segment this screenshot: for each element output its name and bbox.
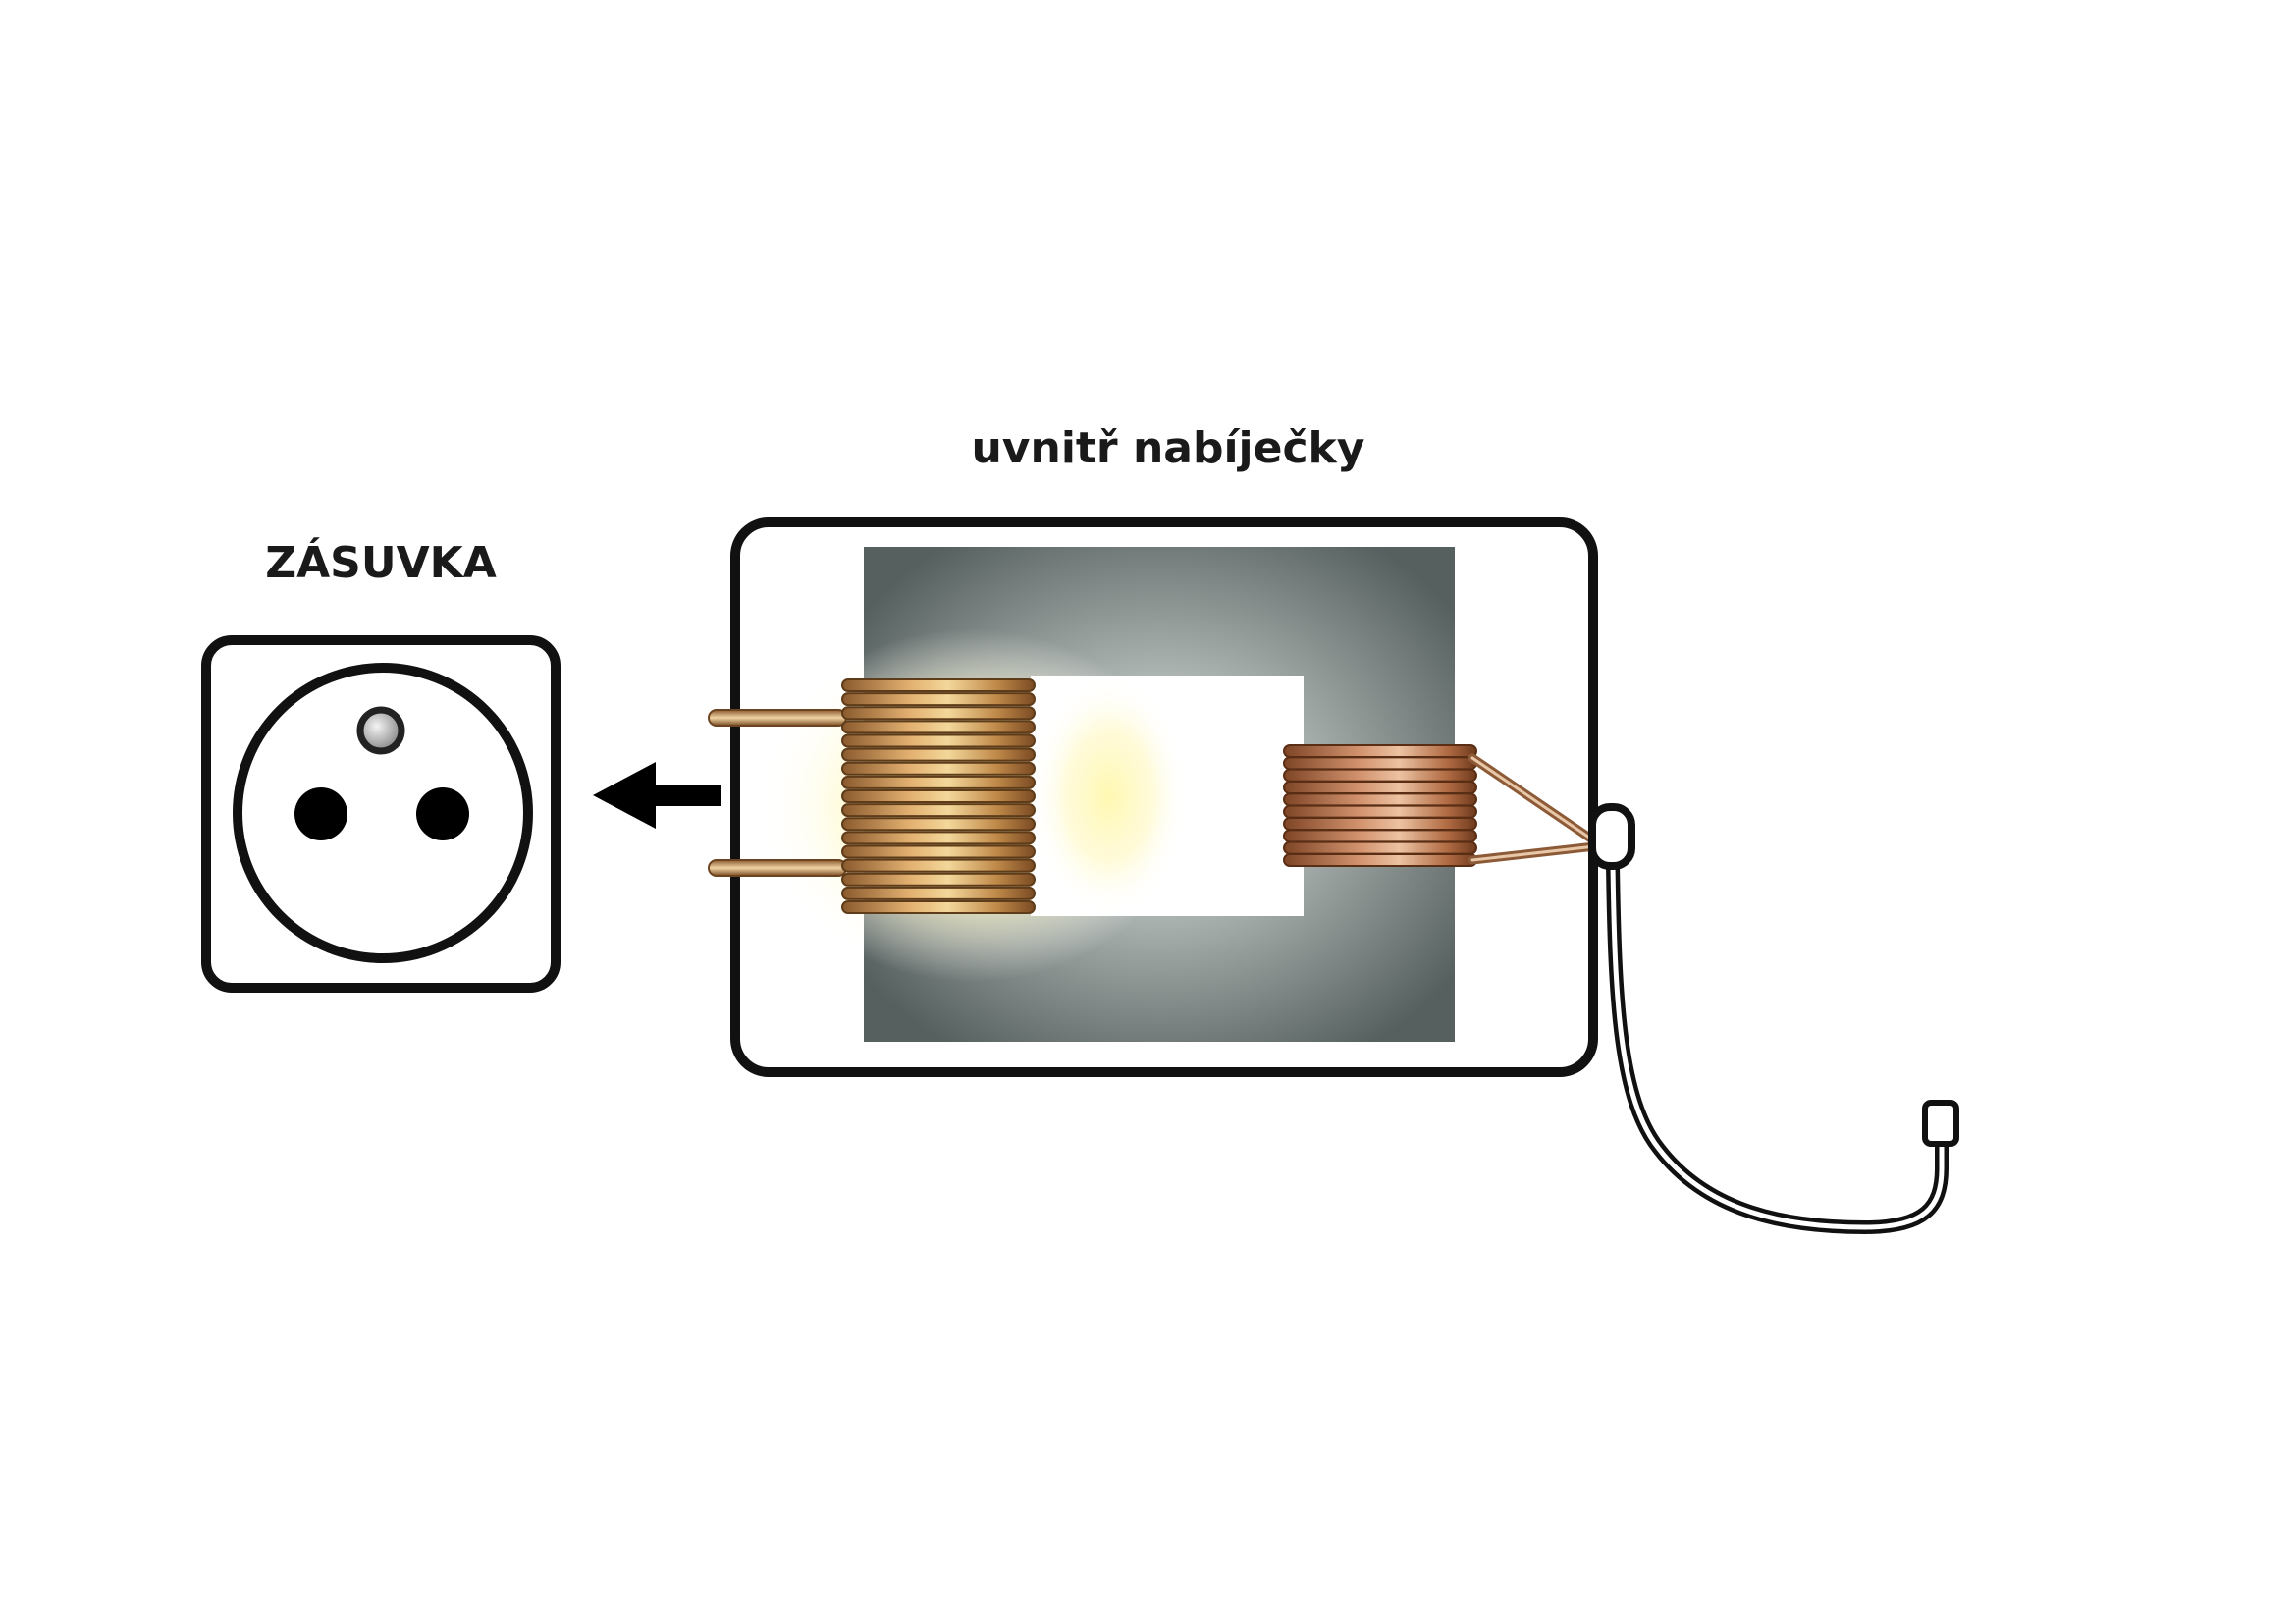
primary-coil-turn — [841, 803, 1036, 818]
cable-inner — [1610, 861, 1945, 1230]
secondary-coil-turn — [1283, 840, 1477, 855]
primary-coil-turn — [841, 761, 1036, 776]
primary-lead-bottom — [708, 859, 847, 877]
primary-coil-turn — [841, 844, 1036, 859]
primary-coil-turn — [841, 858, 1036, 873]
core-window-glow — [1031, 676, 1188, 916]
power-socket — [201, 635, 561, 993]
primary-coil-turn — [841, 692, 1036, 707]
primary-lead-top — [708, 709, 847, 727]
socket-hole-left — [294, 787, 347, 840]
secondary-coil-turn — [1283, 804, 1477, 819]
primary-coil-turn — [841, 706, 1036, 721]
primary-coil-turn — [841, 831, 1036, 845]
primary-leads — [708, 709, 847, 877]
secondary-coil — [1283, 744, 1477, 867]
charger-inside-label: uvnitř nabíječky — [971, 423, 1364, 473]
secondary-coil-turn — [1283, 792, 1477, 807]
secondary-coil-turn — [1283, 781, 1477, 794]
primary-coil-turn — [841, 720, 1036, 734]
secondary-coil-turn — [1283, 817, 1477, 831]
primary-coil-turn — [841, 872, 1036, 887]
secondary-coil-turn — [1283, 744, 1477, 758]
secondary-coil-turn — [1283, 853, 1477, 867]
secondary-lead-bottom-highlight — [1470, 844, 1597, 862]
secondary-leads — [1468, 753, 1600, 865]
cable-outer — [1606, 857, 1949, 1235]
secondary-coil-turn — [1283, 829, 1477, 843]
primary-coil-turn — [841, 886, 1036, 900]
cable-connector-plug — [1922, 1100, 1959, 1147]
output-cable — [1588, 803, 1959, 1235]
primary-coil-turn — [841, 678, 1036, 692]
primary-coil — [841, 678, 1036, 914]
socket-hole-right — [416, 787, 469, 840]
primary-coil-turn — [841, 775, 1036, 789]
primary-coil-turn — [841, 747, 1036, 762]
secondary-coil-turn — [1283, 756, 1477, 771]
socket-label: ZÁSUVKA — [265, 536, 497, 588]
secondary-coil-turn — [1283, 768, 1477, 783]
earth-pin-icon — [356, 706, 405, 755]
primary-coil-turn — [841, 817, 1036, 832]
primary-coil-turn — [841, 900, 1036, 914]
arrow-left-icon — [593, 762, 721, 829]
socket-face — [233, 663, 533, 963]
primary-coil-turn — [841, 789, 1036, 803]
cable-grommet — [1588, 803, 1635, 870]
secondary-lead-top-highlight — [1470, 756, 1597, 843]
primary-coil-turn — [841, 733, 1036, 748]
